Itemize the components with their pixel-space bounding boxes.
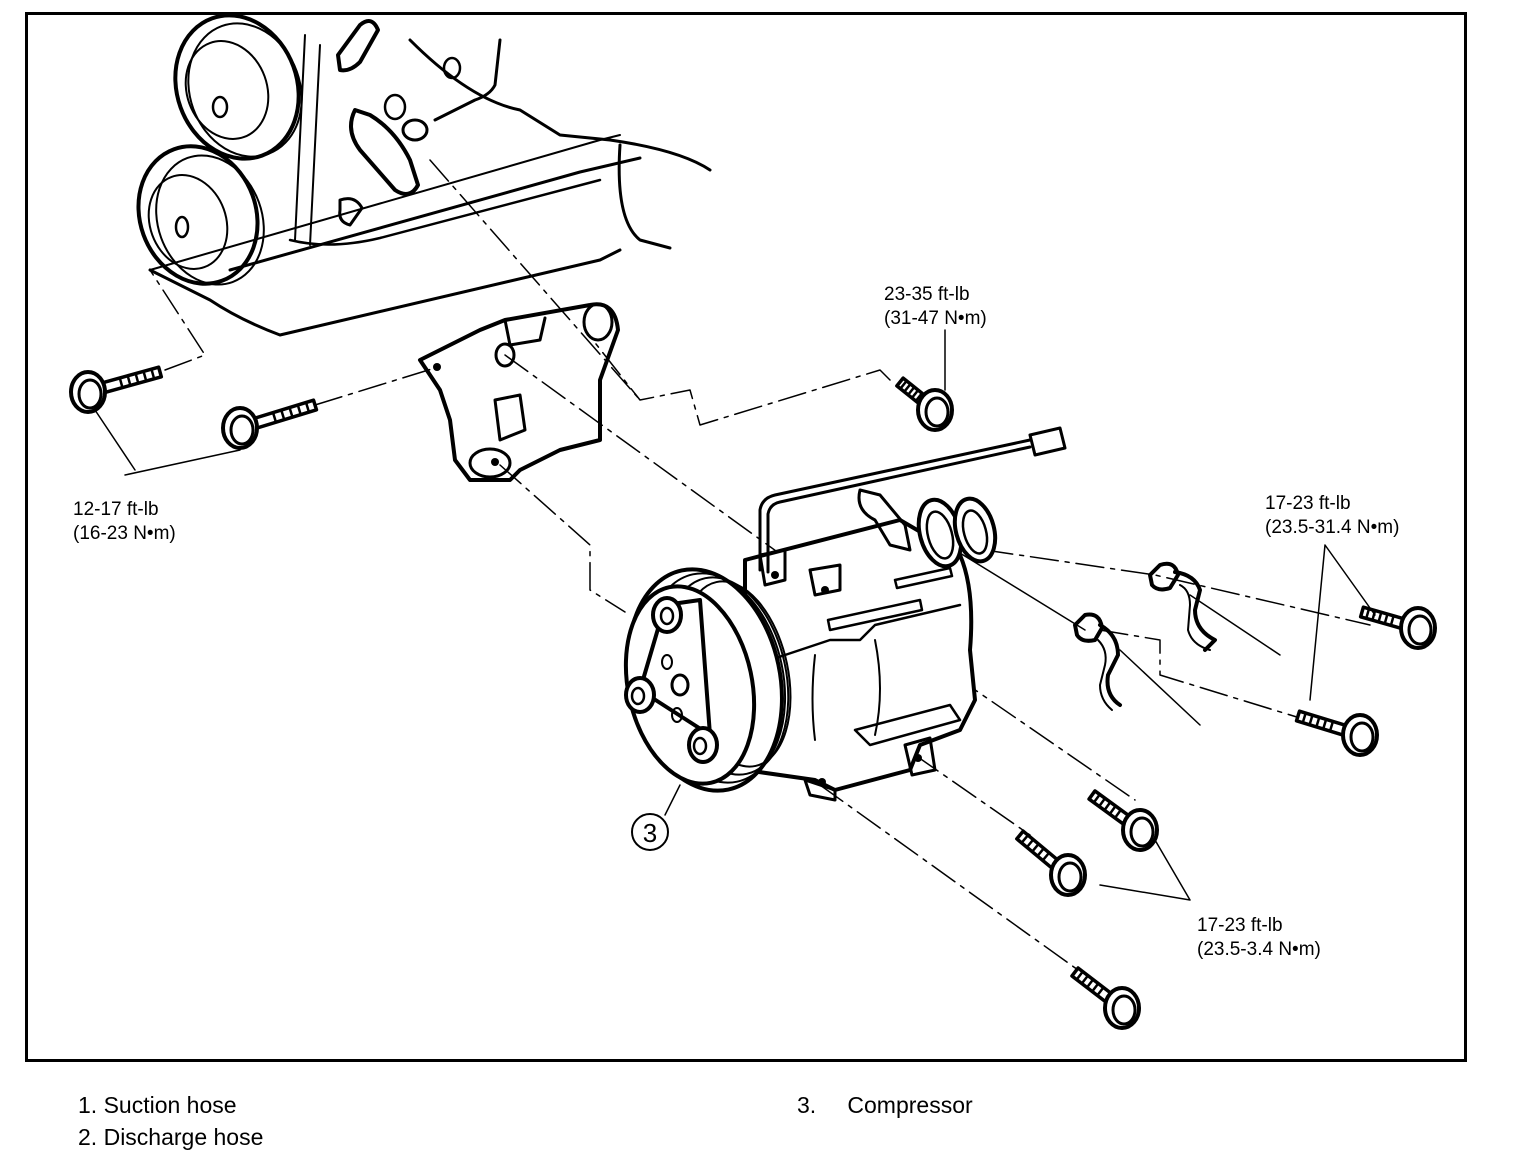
torque-label-hose-fittings: 17-23 ft-lb (23.5-31.4 N•m): [1265, 492, 1399, 540]
legend-number: 2.: [78, 1124, 98, 1150]
torque-ftlb: 12-17 ft-lb: [73, 499, 159, 520]
suction-hose-fitting: [1148, 561, 1217, 652]
bolt-suction-fitting: [1358, 605, 1437, 650]
torque-label-compressor-mount: 17-23 ft-lb (23.5-3.4 N•m): [1197, 914, 1321, 962]
torque-ftlb: 17-23 ft-lb: [1197, 915, 1283, 936]
legend-label: Discharge hose: [103, 1124, 264, 1150]
engine-pulleys: [136, 13, 303, 286]
torque-ftlb: 23-35 ft-lb: [884, 284, 970, 305]
torque-nm: (23.5-3.4 N•m): [1197, 939, 1321, 960]
discharge-hose-fitting: [1073, 612, 1122, 711]
electrical-connector: [758, 426, 1067, 574]
engine-block: [148, 19, 712, 337]
legend-item-suction-hose: 1. Suction hose: [78, 1091, 237, 1119]
torque-label-bracket-engine: 12-17 ft-lb (16-23 N•m): [73, 498, 176, 546]
bolt-bracket-engine-1: [69, 365, 164, 414]
bolt-bracket-upper: [895, 376, 954, 432]
legend-label: Suction hose: [103, 1092, 237, 1118]
callout-number: 3: [643, 818, 657, 848]
bolt-compressor-mount-2: [1015, 829, 1087, 897]
compressor-bracket: [418, 302, 620, 482]
hose-fittings: [857, 488, 998, 569]
bolt-discharge-fitting: [1294, 709, 1379, 757]
legend-label: Compressor: [847, 1092, 973, 1118]
compressor-clutch-pulley: [623, 567, 792, 793]
torque-nm: (31-47 N•m): [884, 308, 987, 329]
bolt-compressor-mount-3: [1070, 966, 1141, 1030]
alignment-lines: [149, 159, 1371, 976]
torque-nm: (16-23 N•m): [73, 523, 176, 544]
legend-number: 1.: [78, 1092, 98, 1118]
torque-label-bracket-upper: 23-35 ft-lb (31-47 N•m): [884, 283, 987, 331]
bolt-compressor-mount-1: [1087, 789, 1159, 852]
legend-number: 3.: [797, 1092, 817, 1118]
bolt-bracket-engine-2: [221, 398, 319, 450]
legend-item-compressor: 3. Compressor: [797, 1091, 973, 1119]
torque-nm: (23.5-31.4 N•m): [1265, 517, 1400, 538]
bolts: [69, 365, 1437, 1030]
compressor: [743, 518, 977, 802]
diagram-frame: [25, 12, 1467, 1062]
torque-ftlb: 17-23 ft-lb: [1265, 493, 1351, 514]
callout-3: 3: [631, 813, 669, 851]
legend-item-discharge-hose: 2. Discharge hose: [78, 1123, 263, 1151]
leader-lines: [94, 329, 1376, 901]
